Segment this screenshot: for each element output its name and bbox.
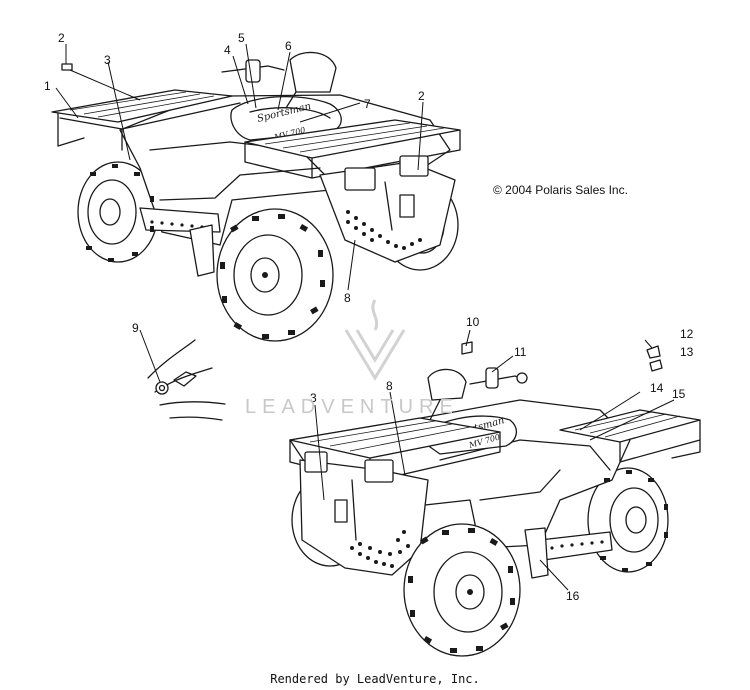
callout-8: 8 [344,291,351,305]
detail-9-fastener [147,339,226,421]
callout-6: 6 [285,39,292,53]
callout-9: 9 [132,321,139,335]
callout-14: 14 [650,381,664,395]
atv-front-view: Sportsman MV 700 [289,341,701,657]
callout-8b: 8 [386,379,393,393]
callout-leaders [55,43,675,591]
callout-15: 15 [672,387,686,401]
callout-10: 10 [466,315,480,329]
skid-plate-dots-bottom [350,530,410,568]
callout-3: 3 [104,53,111,67]
callout-7: 7 [364,97,371,111]
callout-2b: 2 [418,89,425,103]
callout-2: 2 [58,31,65,45]
callout-13: 13 [680,345,694,359]
callout-16: 16 [566,589,580,603]
watermark-logo [344,299,406,381]
footer-credit: Rendered by LeadVenture, Inc. [270,672,480,686]
callout-5: 5 [238,31,245,45]
callout-11: 11 [514,345,527,359]
watermark-text: LEADVENTURE [245,396,459,418]
callout-4: 4 [224,43,231,57]
callout-1: 1 [44,79,51,93]
callout-12: 12 [680,327,694,341]
copyright-notice: © 2004 Polaris Sales Inc. [493,183,628,197]
atv-rear-view: Sportsman MV 700 [51,51,461,342]
callout-labels: 1 2 3 4 5 6 7 2 8 9 10 11 12 13 14 15 8 … [44,31,694,603]
callout-3b: 3 [310,391,317,405]
skid-plate-dots [346,210,422,250]
